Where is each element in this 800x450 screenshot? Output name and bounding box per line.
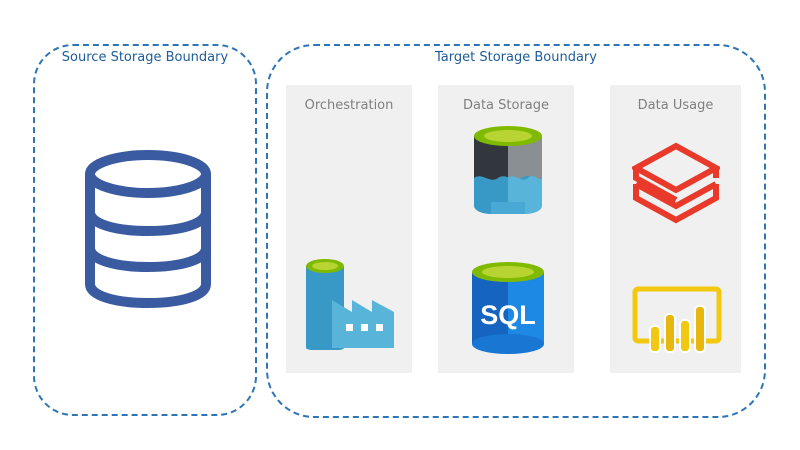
power-bi-icon <box>632 286 722 354</box>
data-storage-title: Data Storage <box>462 98 550 113</box>
sql-label: SQL <box>480 300 536 330</box>
sql-database-icon: SQL <box>470 260 546 356</box>
orchestration-title: Orchestration <box>304 98 394 113</box>
database-icon <box>82 150 214 308</box>
target-storage-boundary <box>266 44 766 418</box>
databricks-icon <box>632 140 720 230</box>
source-storage-boundary <box>33 44 257 416</box>
source-boundary-title: Source Storage Boundary <box>61 50 229 65</box>
data-usage-title: Data Usage <box>637 98 714 113</box>
target-boundary-title: Target Storage Boundary <box>435 50 597 65</box>
data-factory-icon <box>304 256 396 350</box>
data-lake-storage-icon <box>472 124 544 218</box>
